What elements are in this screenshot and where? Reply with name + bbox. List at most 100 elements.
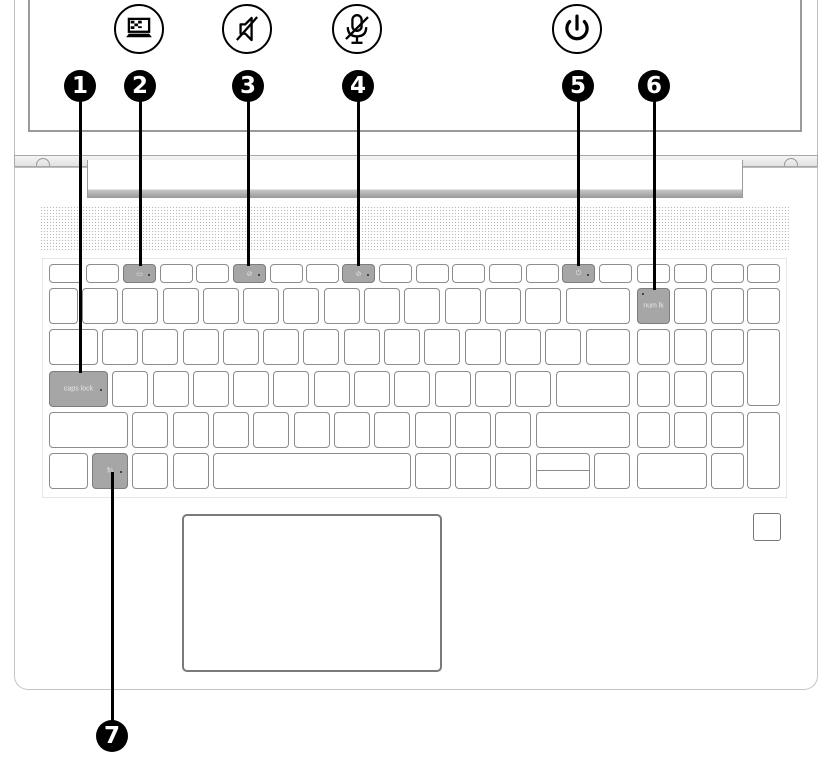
key-x[interactable] [173,412,209,448]
key-q[interactable] [102,329,138,365]
key-f1[interactable] [86,264,119,283]
key-n[interactable] [334,412,370,448]
key-left-alt[interactable] [173,453,209,489]
key-f11[interactable] [452,264,485,283]
key-num-8[interactable] [674,329,707,365]
key-9[interactable] [404,288,440,324]
key-f12[interactable] [489,264,522,283]
key-print[interactable] [526,264,559,283]
key-minus[interactable] [485,288,521,324]
key-p[interactable] [465,329,501,365]
key-num-0[interactable] [637,453,707,489]
key-m[interactable] [374,412,410,448]
key-period[interactable] [455,412,491,448]
key-num-2[interactable] [674,412,707,448]
key-r[interactable] [223,329,259,365]
key-tab[interactable] [49,329,98,365]
key-h[interactable] [314,371,350,407]
key-u[interactable] [344,329,380,365]
key-esc[interactable] [49,264,82,283]
key-w[interactable] [142,329,178,365]
key-right-alt[interactable] [415,453,451,489]
key-equals[interactable] [525,288,561,324]
key-c[interactable] [213,412,249,448]
key-home[interactable] [674,264,707,283]
key-0[interactable] [445,288,481,324]
key-num-slash[interactable] [674,288,707,324]
key-f4[interactable] [196,264,229,283]
key-7[interactable] [324,288,360,324]
key-f6[interactable] [270,264,303,283]
touchpad[interactable] [182,514,442,672]
key-num-6[interactable] [711,371,744,407]
key-left-ctrl[interactable] [49,453,88,489]
fingerprint-reader[interactable] [753,513,781,541]
key-end[interactable] [711,264,744,283]
key-t[interactable] [263,329,299,365]
key-f2-privacy[interactable]: ▭ [123,264,156,283]
key-num-3[interactable] [711,412,744,448]
key-num-enter[interactable] [747,412,780,489]
key-g[interactable] [273,371,309,407]
key-comma[interactable] [415,412,451,448]
key-right-arrow[interactable] [594,453,630,489]
key-num-5[interactable] [674,371,707,407]
key-backtick[interactable] [49,288,78,324]
key-s[interactable] [153,371,189,407]
key-power[interactable]: ⏻ [562,264,595,283]
key-left-shift[interactable] [49,412,128,448]
key-num-lock[interactable]: num lk [637,288,670,324]
key-num-7[interactable] [637,329,670,365]
key-f10[interactable] [416,264,449,283]
key-1[interactable] [82,288,118,324]
key-num-9[interactable] [711,329,744,365]
key-semicolon[interactable] [475,371,511,407]
key-num-minus[interactable] [747,288,780,324]
key-num-period[interactable] [711,453,744,489]
key-num-plus[interactable] [747,329,780,406]
key-3[interactable] [163,288,199,324]
key-num-1[interactable] [637,412,670,448]
key-5[interactable] [243,288,279,324]
key-caps-lock[interactable]: caps lock [49,371,108,407]
key-k[interactable] [394,371,430,407]
key-rbracket[interactable] [545,329,581,365]
key-enter[interactable] [556,371,630,407]
key-f8-mic-mute[interactable]: ⊘ [342,264,375,283]
key-f5-mute[interactable]: ⊘ [233,264,266,283]
key-slash[interactable] [495,412,531,448]
key-backspace[interactable] [566,288,630,324]
key-windows[interactable] [132,453,168,489]
key-up-arrow[interactable] [536,453,590,471]
key-y[interactable] [303,329,339,365]
key-f[interactable] [233,371,269,407]
key-2[interactable] [122,288,158,324]
key-i[interactable] [384,329,420,365]
key-num-4[interactable] [637,371,670,407]
key-fn[interactable]: fn [92,453,128,489]
key-backslash[interactable] [586,329,630,365]
key-f7[interactable] [306,264,339,283]
key-l[interactable] [435,371,471,407]
key-lbracket[interactable] [505,329,541,365]
key-z[interactable] [132,412,168,448]
key-insert[interactable] [599,264,632,283]
key-left-arrow[interactable] [495,453,531,489]
key-space[interactable] [213,453,411,489]
key-4[interactable] [203,288,239,324]
key-right-shift[interactable] [536,412,630,448]
key-v[interactable] [253,412,289,448]
key-right-ctrl[interactable] [455,453,491,489]
key-f9[interactable] [379,264,412,283]
key-down-arrow[interactable] [536,470,590,489]
key-6[interactable] [283,288,319,324]
key-a[interactable] [112,371,148,407]
key-b[interactable] [294,412,330,448]
key-o[interactable] [424,329,460,365]
key-e[interactable] [183,329,219,365]
key-f3[interactable] [160,264,193,283]
key-pgup[interactable] [747,264,780,283]
key-8[interactable] [364,288,400,324]
key-quote[interactable] [515,371,551,407]
key-num-asterisk[interactable] [711,288,744,324]
